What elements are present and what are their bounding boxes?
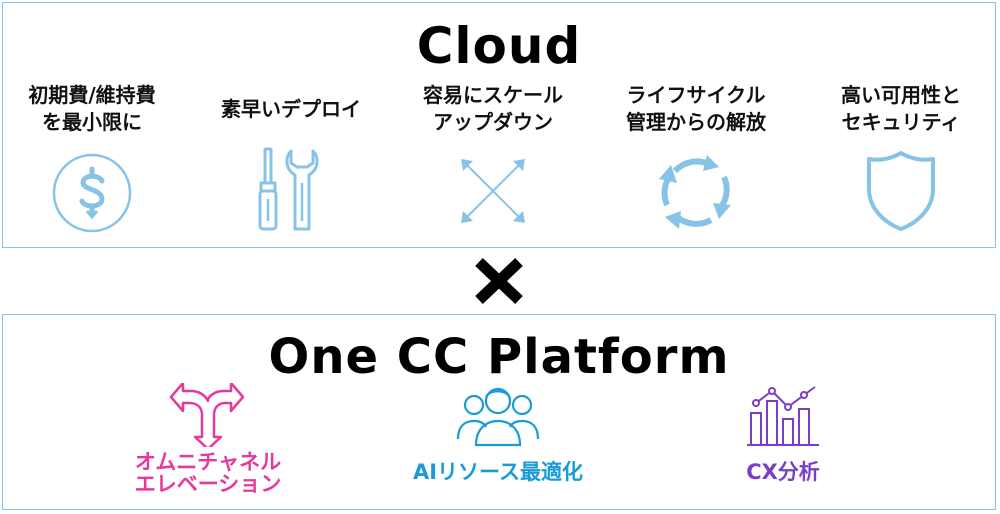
feature-cx-analysis: CX分析 [703,383,863,483]
cloud-title: Cloud [416,17,582,75]
shield-icon [867,151,935,231]
feature-cost-label: 初期費/維持費を最小限に [28,83,156,134]
feature-lifecycle: ライフサイクル管理からの解放 [598,81,794,235]
feature-ai-resource: AIリソース最適化 [383,383,613,483]
feature-cost: 初期費/維持費を最小限に [0,81,190,235]
people-group-icon [456,387,540,447]
bar-chart-icon [747,386,819,446]
feature-deploy-label: 素早いデプロイ [221,96,361,121]
cycle-arrows-icon [659,155,731,229]
dollar-coin-icon [52,153,132,233]
feature-deploy: 素早いデプロイ [193,81,389,237]
feature-scale: 容易にスケールアップダウン [395,81,591,229]
branching-arrows-icon [169,383,245,447]
screwdriver-wrench-icon [258,147,319,231]
feature-availability: 高い可用性とセキュリティ [803,81,999,233]
expand-arrows-icon [461,159,525,223]
feature-ai-resource-label: AIリソース最適化 [412,460,583,484]
feature-omnichannel-label: オムニチャネル エレベーション [134,450,282,496]
feature-lifecycle-label: ライフサイクル管理からの解放 [626,83,766,134]
multiply-icon [475,258,523,304]
feature-cx-analysis-label: CX分析 [746,460,820,484]
cloud-panel: Cloud 初期費/維持費を最小限に 素早いデプロイ [2,2,996,248]
feature-omnichannel: オムニチャネル エレベーション [108,383,308,495]
platform-panel: One CC Platform オムニチャネル エレベーション [2,314,996,510]
feature-availability-label: 高い可用性とセキュリティ [841,83,961,134]
feature-scale-label: 容易にスケールアップダウン [423,83,563,134]
platform-title: One CC Platform [268,329,730,385]
